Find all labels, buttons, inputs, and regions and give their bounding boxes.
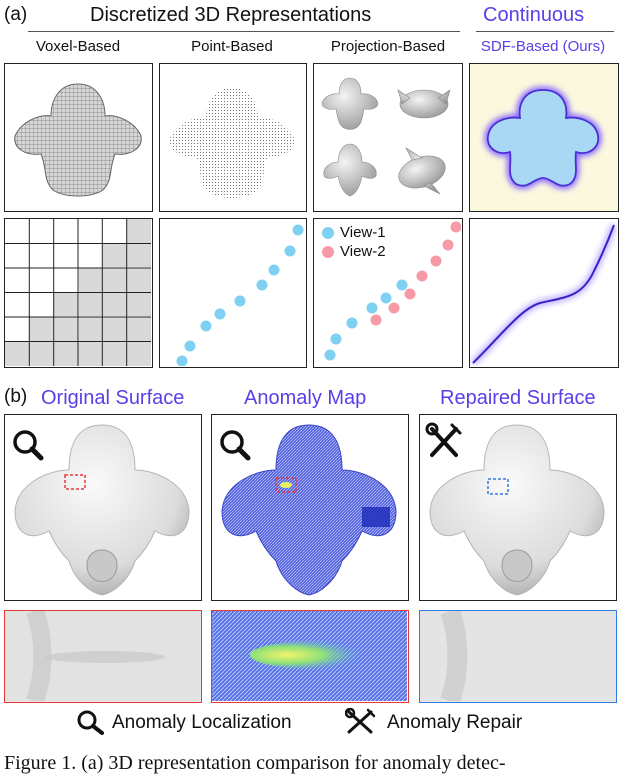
anomaly-box: [275, 477, 297, 493]
anomaly-box: [64, 474, 86, 490]
voxel-airplane-image: [14, 83, 142, 197]
legend-view1-label: View-1: [340, 224, 386, 241]
projection-views-image: [321, 77, 451, 197]
anomaly-zoom-image: [212, 611, 407, 701]
discretized-divider: [28, 31, 460, 32]
original-surface-image: [13, 424, 190, 596]
repaired-surface-panel: [419, 414, 617, 601]
voxel-grid-panel: [4, 218, 153, 368]
anomaly-repair-label: Anomaly Repair: [387, 712, 523, 733]
magnifier-icon: [220, 430, 244, 454]
point-scatter-panel: [159, 218, 307, 368]
projection-object-panel: [313, 63, 463, 212]
original-surface-panel: [4, 414, 202, 601]
continuous-title: Continuous: [483, 4, 585, 26]
tools-icon: [425, 422, 462, 457]
discretized-title: Discretized 3D Representations: [90, 4, 372, 26]
sdf-object-panel: [469, 63, 619, 212]
legend-view2-label: View-2: [340, 243, 386, 260]
anomaly-map-panel: [211, 414, 409, 601]
point-object-panel: [159, 63, 307, 212]
voxel-grid: [5, 219, 151, 366]
magnifier-icon: [77, 710, 104, 735]
tools-icon: [345, 708, 376, 734]
col-projection-label: Projection-Based: [330, 38, 446, 55]
sdf-curve: [470, 223, 618, 366]
point-scatter: [176, 224, 304, 367]
repaired-surface-title: Repaired Surface: [440, 387, 596, 409]
anomaly-map-image: [220, 424, 397, 596]
repair-box: [487, 478, 509, 495]
legend-view1-marker: [322, 227, 334, 239]
sdf-shape-image: [484, 86, 602, 190]
projection-scatter: [322, 221, 462, 361]
repaired-surface-image: [425, 422, 605, 596]
col-voxel-label: Voxel-Based: [35, 38, 121, 55]
sdf-curve-panel: [469, 218, 619, 368]
original-zoom-image: [5, 611, 200, 702]
continuous-divider: [476, 31, 614, 32]
col-point-label: Point-Based: [191, 38, 273, 55]
anomaly-zoom-panel: [211, 610, 409, 703]
legend-view2-marker: [322, 246, 334, 258]
anomaly-localization-label: Anomaly Localization: [112, 712, 292, 733]
part-a-label: (a): [4, 4, 28, 25]
anomaly-map-title: Anomaly Map: [244, 387, 367, 409]
magnifier-icon: [13, 430, 37, 454]
repaired-zoom-image: [420, 611, 615, 702]
repaired-zoom-panel: [419, 610, 617, 703]
point-airplane-image: [169, 88, 295, 198]
col-sdf-label: SDF-Based (Ours): [480, 38, 606, 55]
voxel-object-panel: [4, 63, 153, 212]
projection-scatter-panel: View-1 View-2: [313, 218, 463, 368]
original-zoom-panel: [4, 610, 202, 703]
part-b-label: (b): [4, 386, 28, 407]
original-surface-title: Original Surface: [41, 387, 185, 409]
figure-caption: Figure 1. (a) 3D representation comparis…: [4, 752, 506, 774]
